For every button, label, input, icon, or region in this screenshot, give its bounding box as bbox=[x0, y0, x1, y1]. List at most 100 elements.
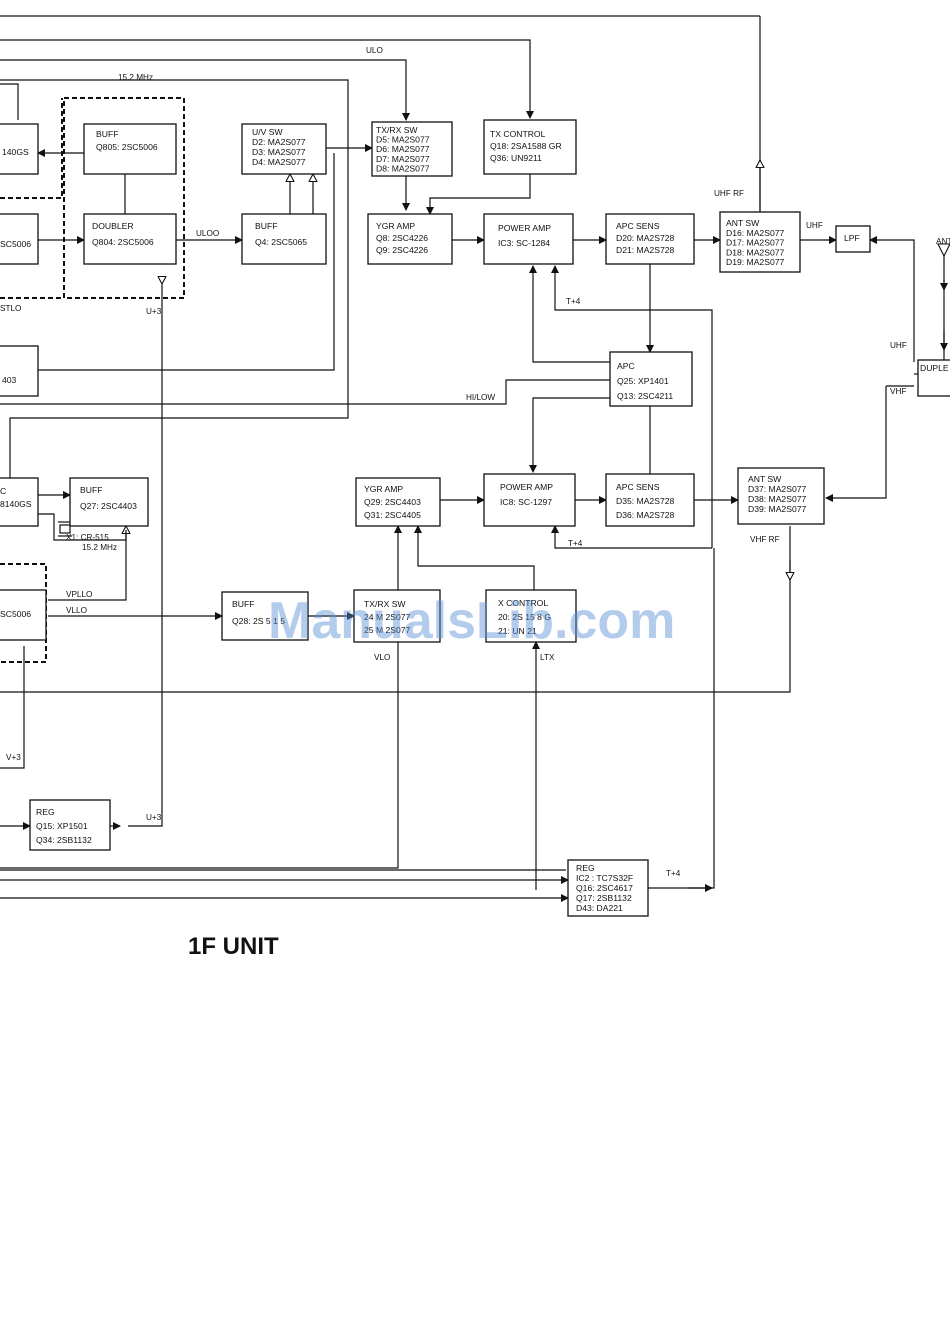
block-box bbox=[567, 859, 649, 917]
label-hilow: HI/LOW bbox=[466, 393, 495, 402]
block-text: Q31: 2SC4405 bbox=[364, 510, 421, 520]
block-box bbox=[0, 123, 39, 175]
label-t4-c: T+4 bbox=[666, 869, 681, 878]
block-box bbox=[609, 351, 693, 407]
block-text: ANT SW bbox=[748, 474, 782, 484]
block-left-c-8140gs: C 8140GS bbox=[0, 477, 39, 527]
block-text: ANT SW bbox=[726, 218, 760, 228]
block-text: Q16: 2SC4617 bbox=[576, 883, 633, 893]
block-text: 8140GS bbox=[0, 499, 32, 509]
block-box bbox=[83, 123, 177, 175]
block-text: Q13: 2SC4211 bbox=[617, 391, 673, 401]
block-text: Q18: 2SA1588 GR bbox=[490, 141, 562, 151]
block-text: Q36: UN9211 bbox=[490, 153, 542, 163]
block-text: 140GS bbox=[2, 147, 29, 157]
block-text: IC2 : TC7S32F bbox=[576, 873, 633, 883]
block-text: D17: MA2S077 bbox=[726, 238, 785, 248]
label-15mhz-top: 15.2 MHz bbox=[118, 73, 153, 82]
block-box bbox=[605, 213, 695, 265]
block-box bbox=[371, 121, 453, 177]
block-text: BUFF bbox=[232, 599, 254, 609]
block-text: D18: MA2S077 bbox=[726, 247, 785, 257]
block-text: Q8: 2SC4226 bbox=[376, 233, 428, 243]
block-text: D38: MA2S077 bbox=[748, 494, 807, 504]
block-text: D7: MA2S077 bbox=[376, 154, 430, 164]
label-uhf-a: UHF bbox=[806, 221, 823, 230]
block-tx-control: TX CONTROL Q18: 2SA1588 GR Q36: UN9211 bbox=[483, 119, 577, 175]
block-text: D43: DA221 bbox=[576, 903, 623, 913]
label-uhf-b: UHF bbox=[890, 341, 907, 350]
block-text: Q25: XP1401 bbox=[617, 376, 669, 386]
block-power-amp-top: POWER AMP IC3: SC-1284 bbox=[483, 213, 574, 265]
block-box bbox=[0, 589, 47, 641]
block-left-403: 403 bbox=[0, 345, 39, 397]
block-text: D3: MA2S077 bbox=[252, 147, 306, 157]
block-text: Q17: 2SB1132 bbox=[576, 893, 632, 903]
block-text: X CONTROL bbox=[498, 598, 548, 608]
label-stlo: STLO bbox=[0, 304, 21, 313]
shield-enclosure-top-left bbox=[0, 98, 63, 199]
diagram-title: 1F UNIT bbox=[188, 933, 279, 960]
block-text: Q29: 2SC4403 bbox=[364, 497, 421, 507]
label-vhf-rf: VHF RF bbox=[750, 535, 780, 544]
block-box bbox=[83, 213, 177, 265]
block-text: YGR AMP bbox=[364, 484, 403, 494]
block-text: D36: MA2S728 bbox=[616, 510, 675, 520]
block-text: D39: MA2S077 bbox=[748, 504, 807, 514]
block-box bbox=[483, 213, 574, 265]
label-vllo: VLLO bbox=[66, 606, 87, 615]
block-text: D6: MA2S077 bbox=[376, 144, 430, 154]
block-text: POWER AMP bbox=[498, 223, 551, 233]
block-box bbox=[241, 123, 327, 175]
block-box bbox=[485, 589, 577, 643]
block-text: Q805: 2SC5006 bbox=[96, 142, 158, 152]
block-text: TX CONTROL bbox=[490, 129, 546, 139]
block-text: DUPLE bbox=[920, 363, 949, 373]
block-box bbox=[0, 477, 39, 527]
block-text: Q804: 2SC5006 bbox=[92, 237, 154, 247]
block-box bbox=[367, 213, 453, 265]
block-text: SC5006 bbox=[0, 239, 31, 249]
block-text: D2: MA2S077 bbox=[252, 137, 306, 147]
block-text: Q9: 2SC4226 bbox=[376, 245, 428, 255]
block-box bbox=[0, 213, 39, 265]
block-text: REG bbox=[36, 807, 55, 817]
block-text: Q27: 2SC4403 bbox=[80, 501, 137, 511]
block-box bbox=[737, 467, 825, 525]
block-text: D35: MA2S728 bbox=[616, 496, 675, 506]
block-box bbox=[917, 359, 950, 397]
block-text: 20: 2S 15 8 G bbox=[498, 612, 551, 622]
block-text: D5: MA2S077 bbox=[376, 135, 430, 145]
block-left-sc5006-top: SC5006 bbox=[0, 213, 39, 265]
block-text: 403 bbox=[2, 375, 17, 385]
block-box bbox=[835, 225, 871, 253]
block-text: D21: MA2S728 bbox=[616, 245, 675, 255]
label-t4-b: T+4 bbox=[568, 539, 583, 548]
block-text: LPF bbox=[844, 233, 860, 243]
label-xtal: X1: CR-515 bbox=[66, 533, 109, 542]
block-text: POWER AMP bbox=[500, 482, 553, 492]
block-text: IC3: SC-1284 bbox=[498, 238, 550, 248]
block-box bbox=[605, 473, 695, 527]
block-text: D8: MA2S077 bbox=[376, 163, 430, 173]
block-box bbox=[483, 473, 576, 527]
block-box bbox=[719, 211, 801, 273]
block-text: BUFF bbox=[96, 129, 118, 139]
watermark: ManualsLib.com bbox=[268, 592, 675, 650]
block-box bbox=[241, 213, 327, 265]
label-ltx: LTX bbox=[540, 653, 555, 662]
label-u3-a: U+3 bbox=[146, 307, 162, 316]
label-vpllo: VPLLO bbox=[66, 590, 92, 599]
label-vlo: VLO bbox=[374, 653, 390, 662]
block-text: APC SENS bbox=[616, 221, 660, 231]
block-text: C bbox=[0, 486, 6, 496]
block-text: TX/RX SW bbox=[376, 125, 418, 135]
